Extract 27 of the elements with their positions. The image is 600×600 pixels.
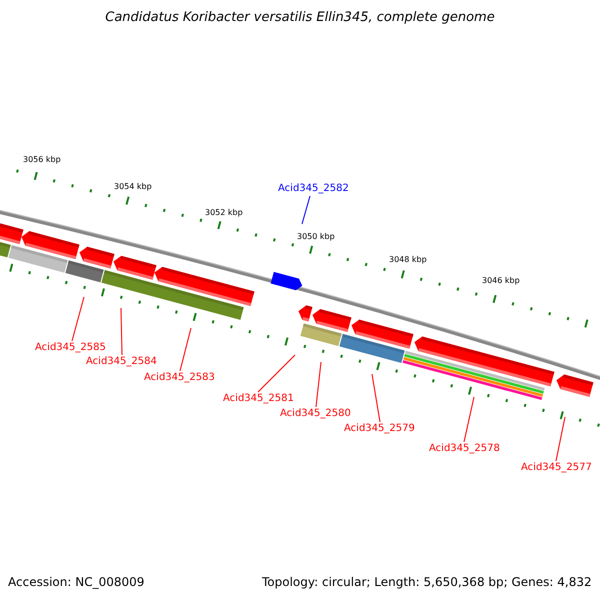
leader-line xyxy=(258,354,296,392)
scale-label: 3052 kbp xyxy=(205,208,243,218)
leader-line xyxy=(302,196,310,224)
scale-label: 3056 kbp xyxy=(23,155,61,165)
leader-line xyxy=(120,308,122,356)
scale-label: 3050 kbp xyxy=(297,232,335,242)
gene-label: Acid345_2578 xyxy=(429,443,500,455)
leader-line xyxy=(72,296,84,342)
scale-label: 3054 kbp xyxy=(114,182,152,192)
gene-label: Acid345_2584 xyxy=(86,356,157,368)
leader-line xyxy=(464,396,474,442)
gene-label: Acid345_2585 xyxy=(35,342,106,354)
footer-text: Accession: NC_008009 xyxy=(8,575,144,590)
scale-label: 3046 kbp xyxy=(482,276,520,286)
scale-label: 3048 kbp xyxy=(389,255,427,265)
gene-label: Acid345_2582 xyxy=(278,183,349,195)
leader-line xyxy=(372,374,380,422)
footer-text: Topology: circular; Length: 5,650,368 bp; Genes: 4,832 xyxy=(262,575,592,590)
leader-line xyxy=(556,416,566,462)
gene-label: Acid345_2583 xyxy=(144,372,215,384)
gene-label: Acid345_2580 xyxy=(280,408,351,420)
gene-label: Acid345_2579 xyxy=(344,423,415,435)
leader-line xyxy=(180,328,192,372)
leader-line xyxy=(316,362,322,408)
gene-label: Acid345_2577 xyxy=(521,462,592,474)
title: Candidatus Koribacter versatilis Ellin345, complete genome xyxy=(104,10,496,26)
gene-label: Acid345_2581 xyxy=(223,393,294,405)
